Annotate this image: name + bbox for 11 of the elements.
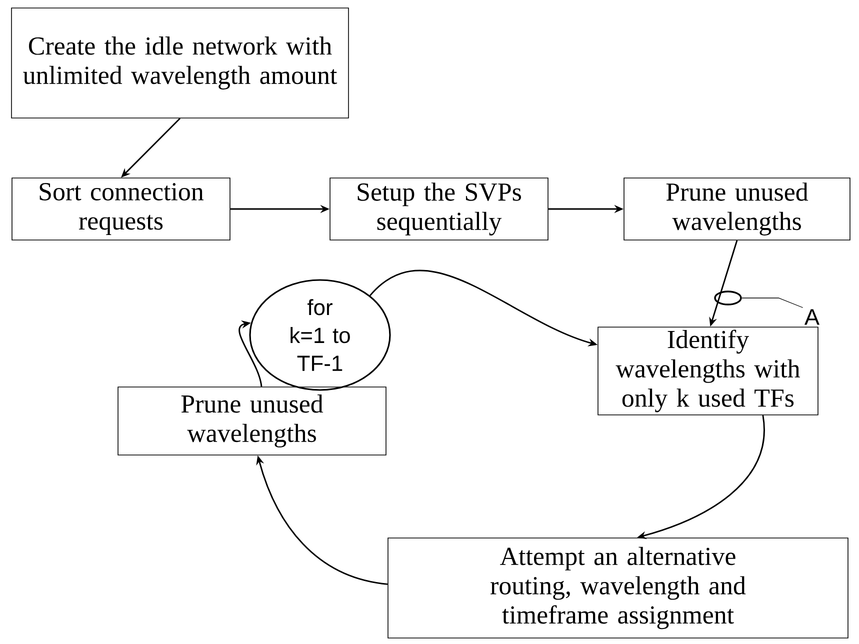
process-box: Prune unused wavelengths [624,178,850,240]
process-box: Identify wavelengths with only k used TFs [598,326,818,416]
process-box: Attempt an alternative routing, wavelength and timeframe assignment [388,538,848,638]
leader-line [742,298,804,308]
process-box: Prune unused wavelengths [118,386,386,456]
ellipse-mark [714,290,742,306]
process-box: Create the idle network with unlimited wavelength amount [11,8,349,118]
callout-letter: A [804,309,820,325]
process-box: Sort connection requests [12,178,230,240]
process-box: Setup the SVPs sequentially [330,178,548,240]
arrow [238,320,262,387]
